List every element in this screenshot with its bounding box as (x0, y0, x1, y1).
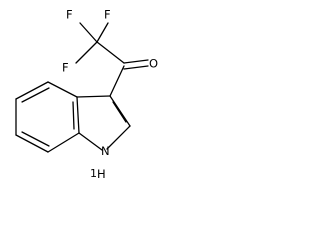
atom-label-f-left: F (62, 61, 69, 75)
bond-c3-c2-inner (112, 101, 127, 123)
atom-label-oxygen: O (149, 57, 158, 71)
bond-cf3-carbonyl (96, 41, 125, 64)
bonds (15, 22, 149, 153)
bond-c7-c7a (47, 132, 80, 153)
bond-c2-n1 (106, 125, 131, 150)
bond-c6-c7-inner (21, 131, 50, 147)
bond-n1-c7a (78, 132, 103, 151)
bond-c3a-c4 (47, 81, 78, 98)
bond-c3-c2 (109, 95, 131, 127)
bond-c-f-left (75, 41, 98, 64)
atom-label-nh-locant: 1 (90, 167, 97, 180)
bond-c4-c5-inner (21, 87, 50, 103)
bond-c-f-top-right (96, 22, 109, 43)
bond-c-f-top-left (79, 22, 98, 43)
bond-c4-c5 (15, 81, 49, 100)
atom-label-f-top-right: F (104, 8, 111, 22)
bond-c-o-1 (123, 59, 149, 64)
bond-c3-c3a (76, 95, 111, 98)
bond-c3a-c7a (76, 96, 80, 134)
bond-c6-c7 (15, 134, 49, 153)
atom-label-f-top-left: F (66, 8, 73, 22)
bond-carbonyl-c3 (109, 65, 125, 97)
bond-c-o-2 (123, 65, 149, 70)
bond-c7a-c3a-inner (72, 101, 75, 130)
